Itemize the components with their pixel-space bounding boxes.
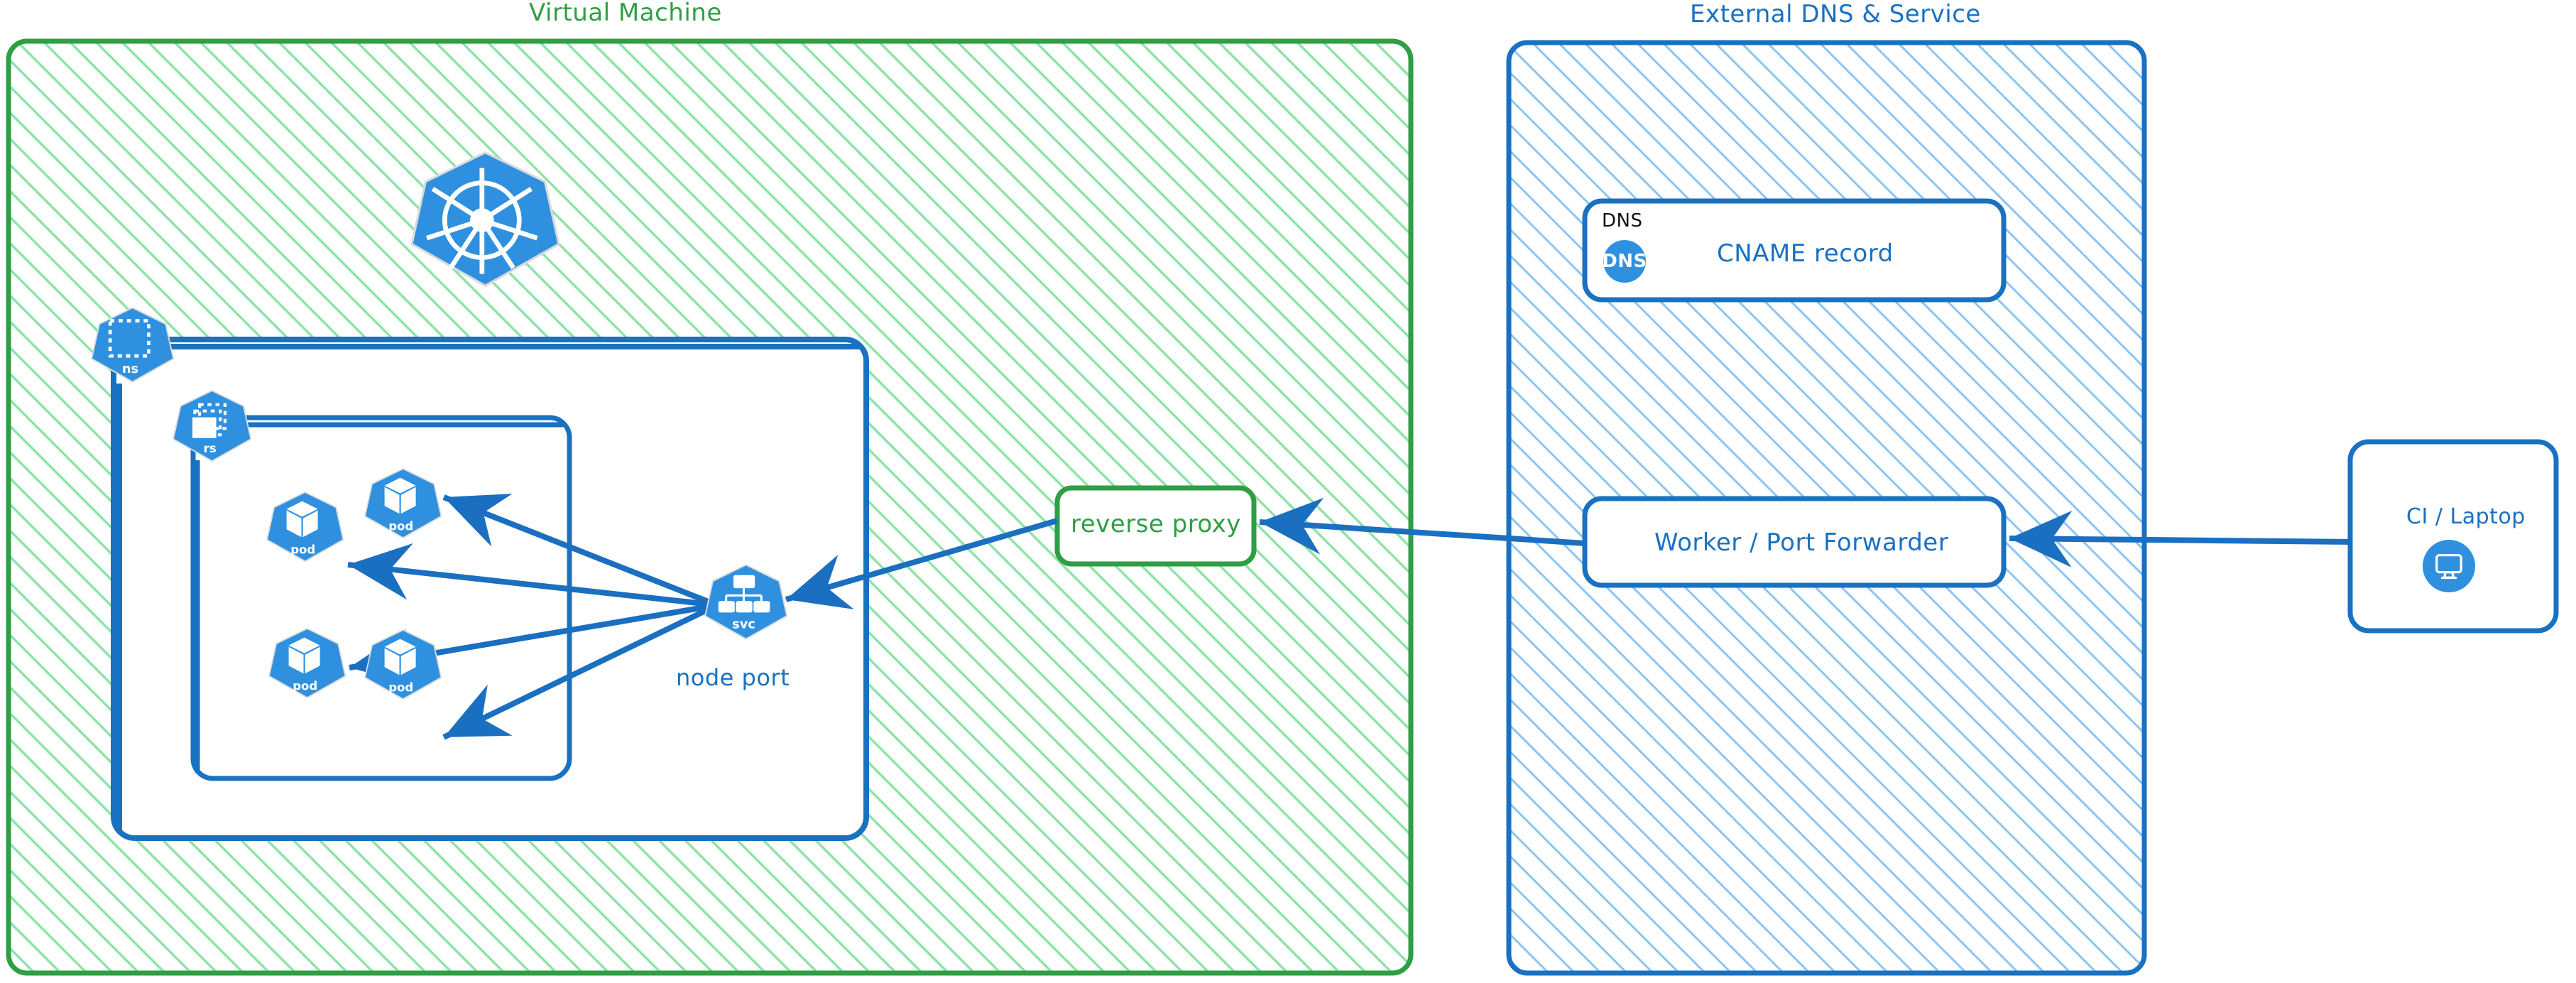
pod-badge-3: pod	[268, 625, 346, 703]
pod-badge-2: pod	[364, 465, 442, 543]
svg-text:pod: pod	[388, 519, 413, 533]
pod-badge-4: pod	[364, 626, 442, 705]
arrow-ci-laptop-to-worker	[2009, 510, 2351, 567]
worker-label[interactable]: Worker / Port Forwarder	[1654, 528, 1949, 557]
svg-text:ns: ns	[122, 362, 138, 376]
arrow-svc-to-pod4	[442, 602, 719, 740]
arrow-svc-to-pod2	[442, 494, 719, 608]
cname-record-label: CNAME record	[1717, 239, 1894, 268]
reverse-proxy-box	[1054, 485, 1257, 567]
namespace-connector	[116, 344, 859, 832]
ci-laptop-card[interactable]	[2347, 439, 2559, 634]
service-badge: svc	[704, 561, 788, 645]
replicaset-badge: rs	[172, 387, 252, 467]
desktop-monitor-icon	[2423, 540, 2475, 592]
dns-card[interactable]	[1582, 198, 2007, 303]
svg-text:rs: rs	[204, 441, 217, 455]
namespace-badge: ns	[90, 304, 175, 388]
arrow-reverse-proxy-to-svc	[785, 518, 1059, 609]
pod-badge-1: pod	[266, 489, 344, 567]
dns-circle-icon-label: DNS	[1602, 251, 1647, 272]
arrow-worker-to-reverse-proxy	[1259, 497, 1586, 555]
reverse-proxy-label[interactable]: reverse proxy	[1071, 510, 1241, 538]
svg-text:pod: pod	[293, 679, 317, 693]
kubernetes-icon	[410, 146, 560, 295]
dns-kind-label: DNS	[1602, 210, 1643, 232]
external-dns-title: External DNS & Service	[1690, 0, 1981, 28]
ci-laptop-label: CI / Laptop	[2406, 504, 2526, 529]
svg-text:pod: pod	[388, 680, 413, 694]
svg-text:svc: svc	[732, 617, 755, 631]
virtual-machine-title: Virtual Machine	[529, 0, 722, 27]
dns-circle-icon: DNS	[1602, 240, 1647, 283]
svg-text:pod: pod	[290, 543, 315, 556]
arrow-svc-to-pod1	[347, 543, 718, 608]
replicaset-connector	[195, 422, 563, 773]
node-port-caption: node port	[676, 664, 790, 691]
